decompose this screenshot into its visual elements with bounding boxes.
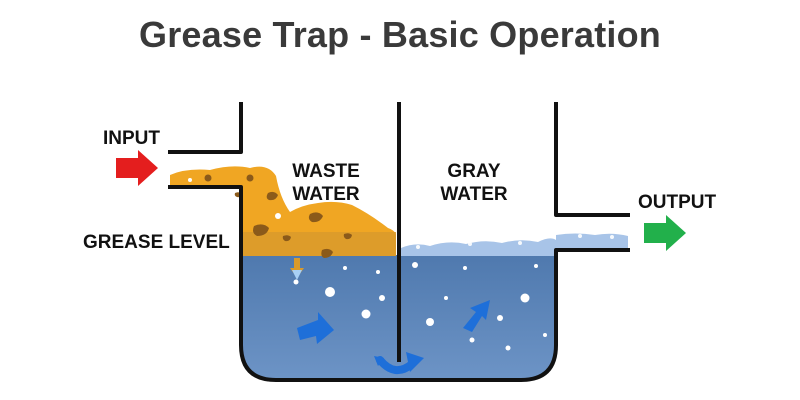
- gray-water-label-line2: WATER: [440, 184, 507, 205]
- flow-u-turn-arrow-icon: [374, 352, 424, 374]
- output-arrow-icon: [644, 215, 686, 251]
- grease-bottom-band: [241, 232, 396, 256]
- grease-level-label: GREASE LEVEL: [83, 232, 230, 253]
- surface-bubbles: [416, 234, 614, 249]
- grease-particles: [204, 174, 352, 258]
- waste-water-label-line2: WATER: [292, 184, 359, 205]
- tank-walls: [168, 102, 630, 382]
- input-label: INPUT: [103, 128, 160, 149]
- water-droplet-icon: [290, 258, 304, 280]
- water-bubbles: [293, 262, 547, 351]
- input-arrow-icon: [116, 150, 158, 186]
- waste-water-label-line1: WASTE: [292, 161, 360, 182]
- gray-water-surface: [401, 233, 628, 256]
- flow-arrow-icon: [297, 312, 334, 344]
- page-title: Grease Trap - Basic Operation: [139, 14, 661, 55]
- output-label: OUTPUT: [638, 192, 717, 213]
- gray-water-label-line1: GRAY: [447, 161, 500, 182]
- flow-arrow-icon: [463, 300, 490, 332]
- grease-bubbles: [188, 178, 281, 219]
